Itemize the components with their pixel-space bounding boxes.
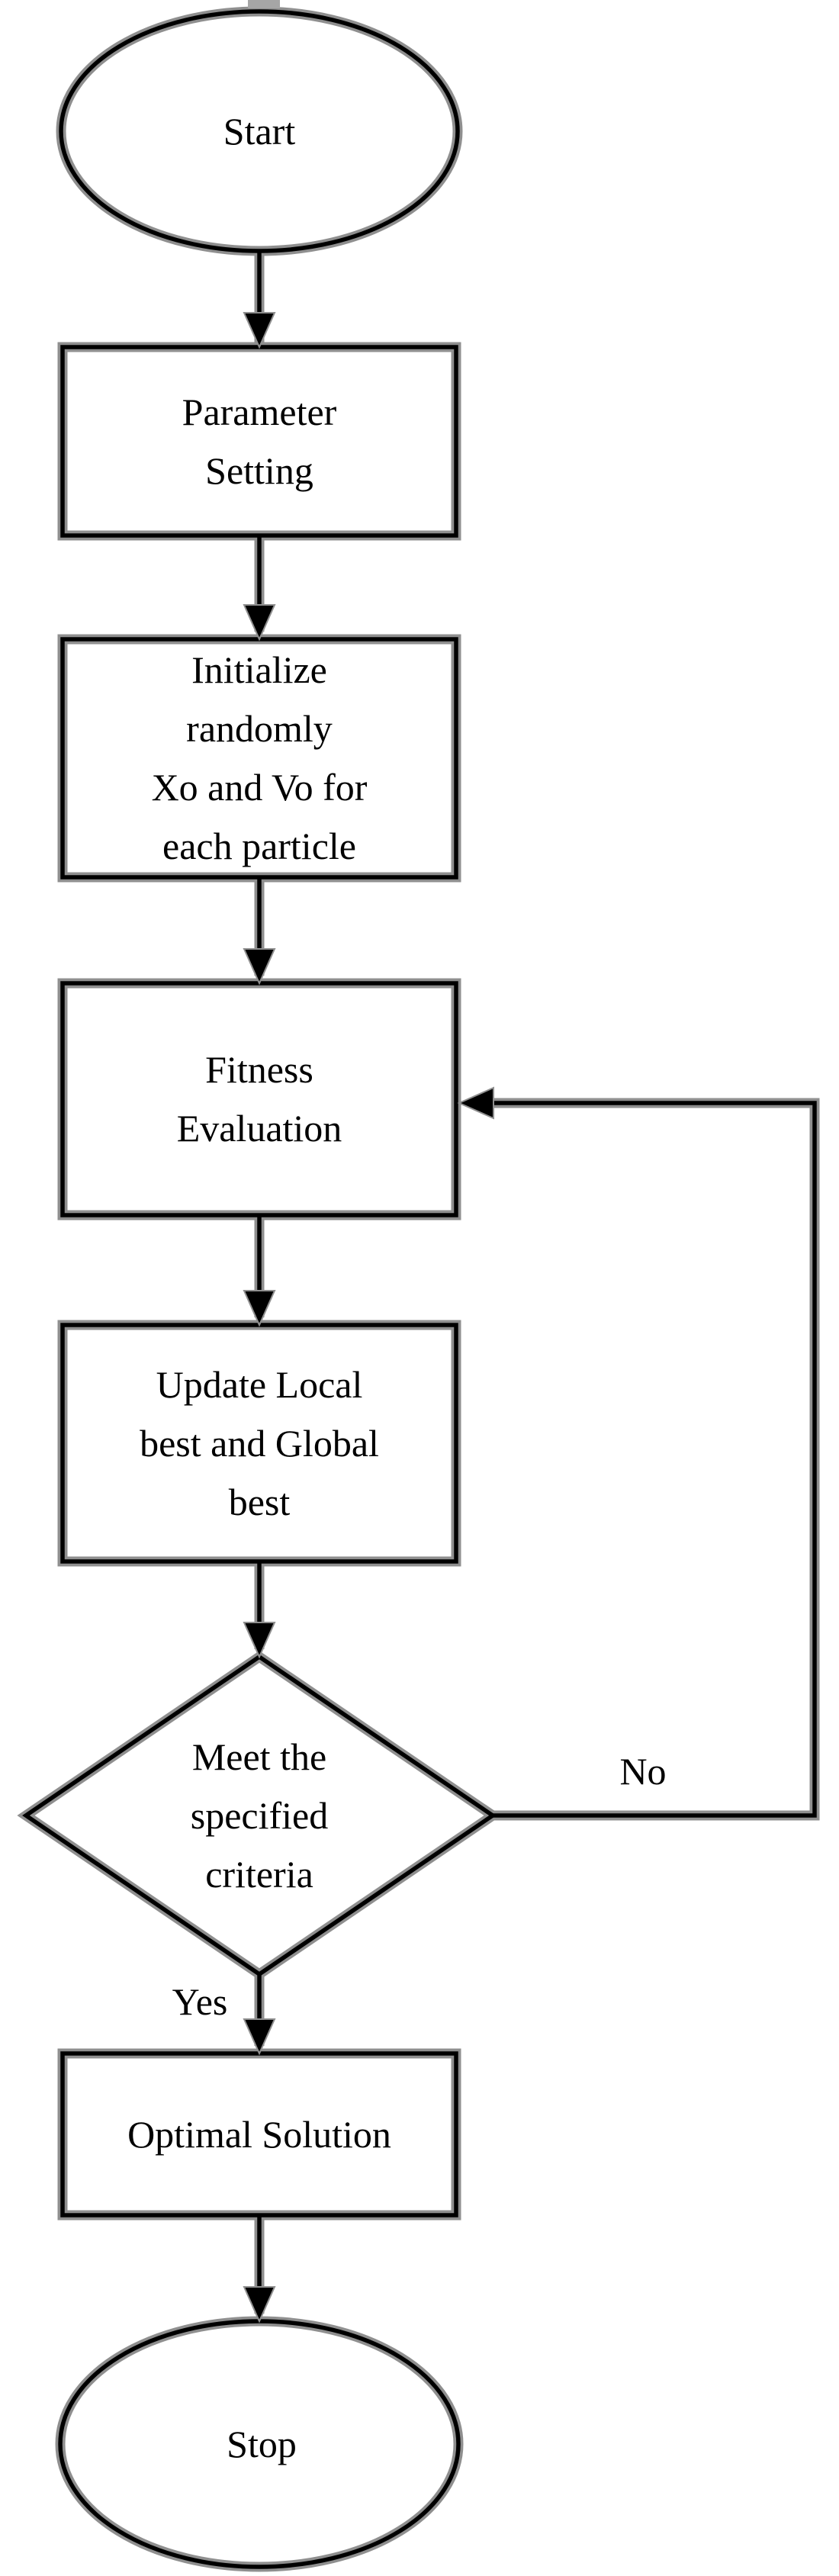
arrowhead-into-fitness [243,948,276,986]
arrowhead-into-optimal [243,2018,276,2056]
arrowheads [243,312,494,2324]
arrowhead-no-into-fitness [457,1086,494,1120]
arrowhead-into-stop [243,2286,276,2324]
stroke-ink-layer [26,11,815,2567]
stroke-halo-layer [26,11,815,2567]
arrowhead-into-parameter [243,312,276,349]
arrowhead-into-update [243,1290,276,1327]
arrowhead-into-decision [243,1622,276,1659]
arrowhead-into-initialize [243,604,276,642]
cropped-arrow-artifact [248,0,280,8]
